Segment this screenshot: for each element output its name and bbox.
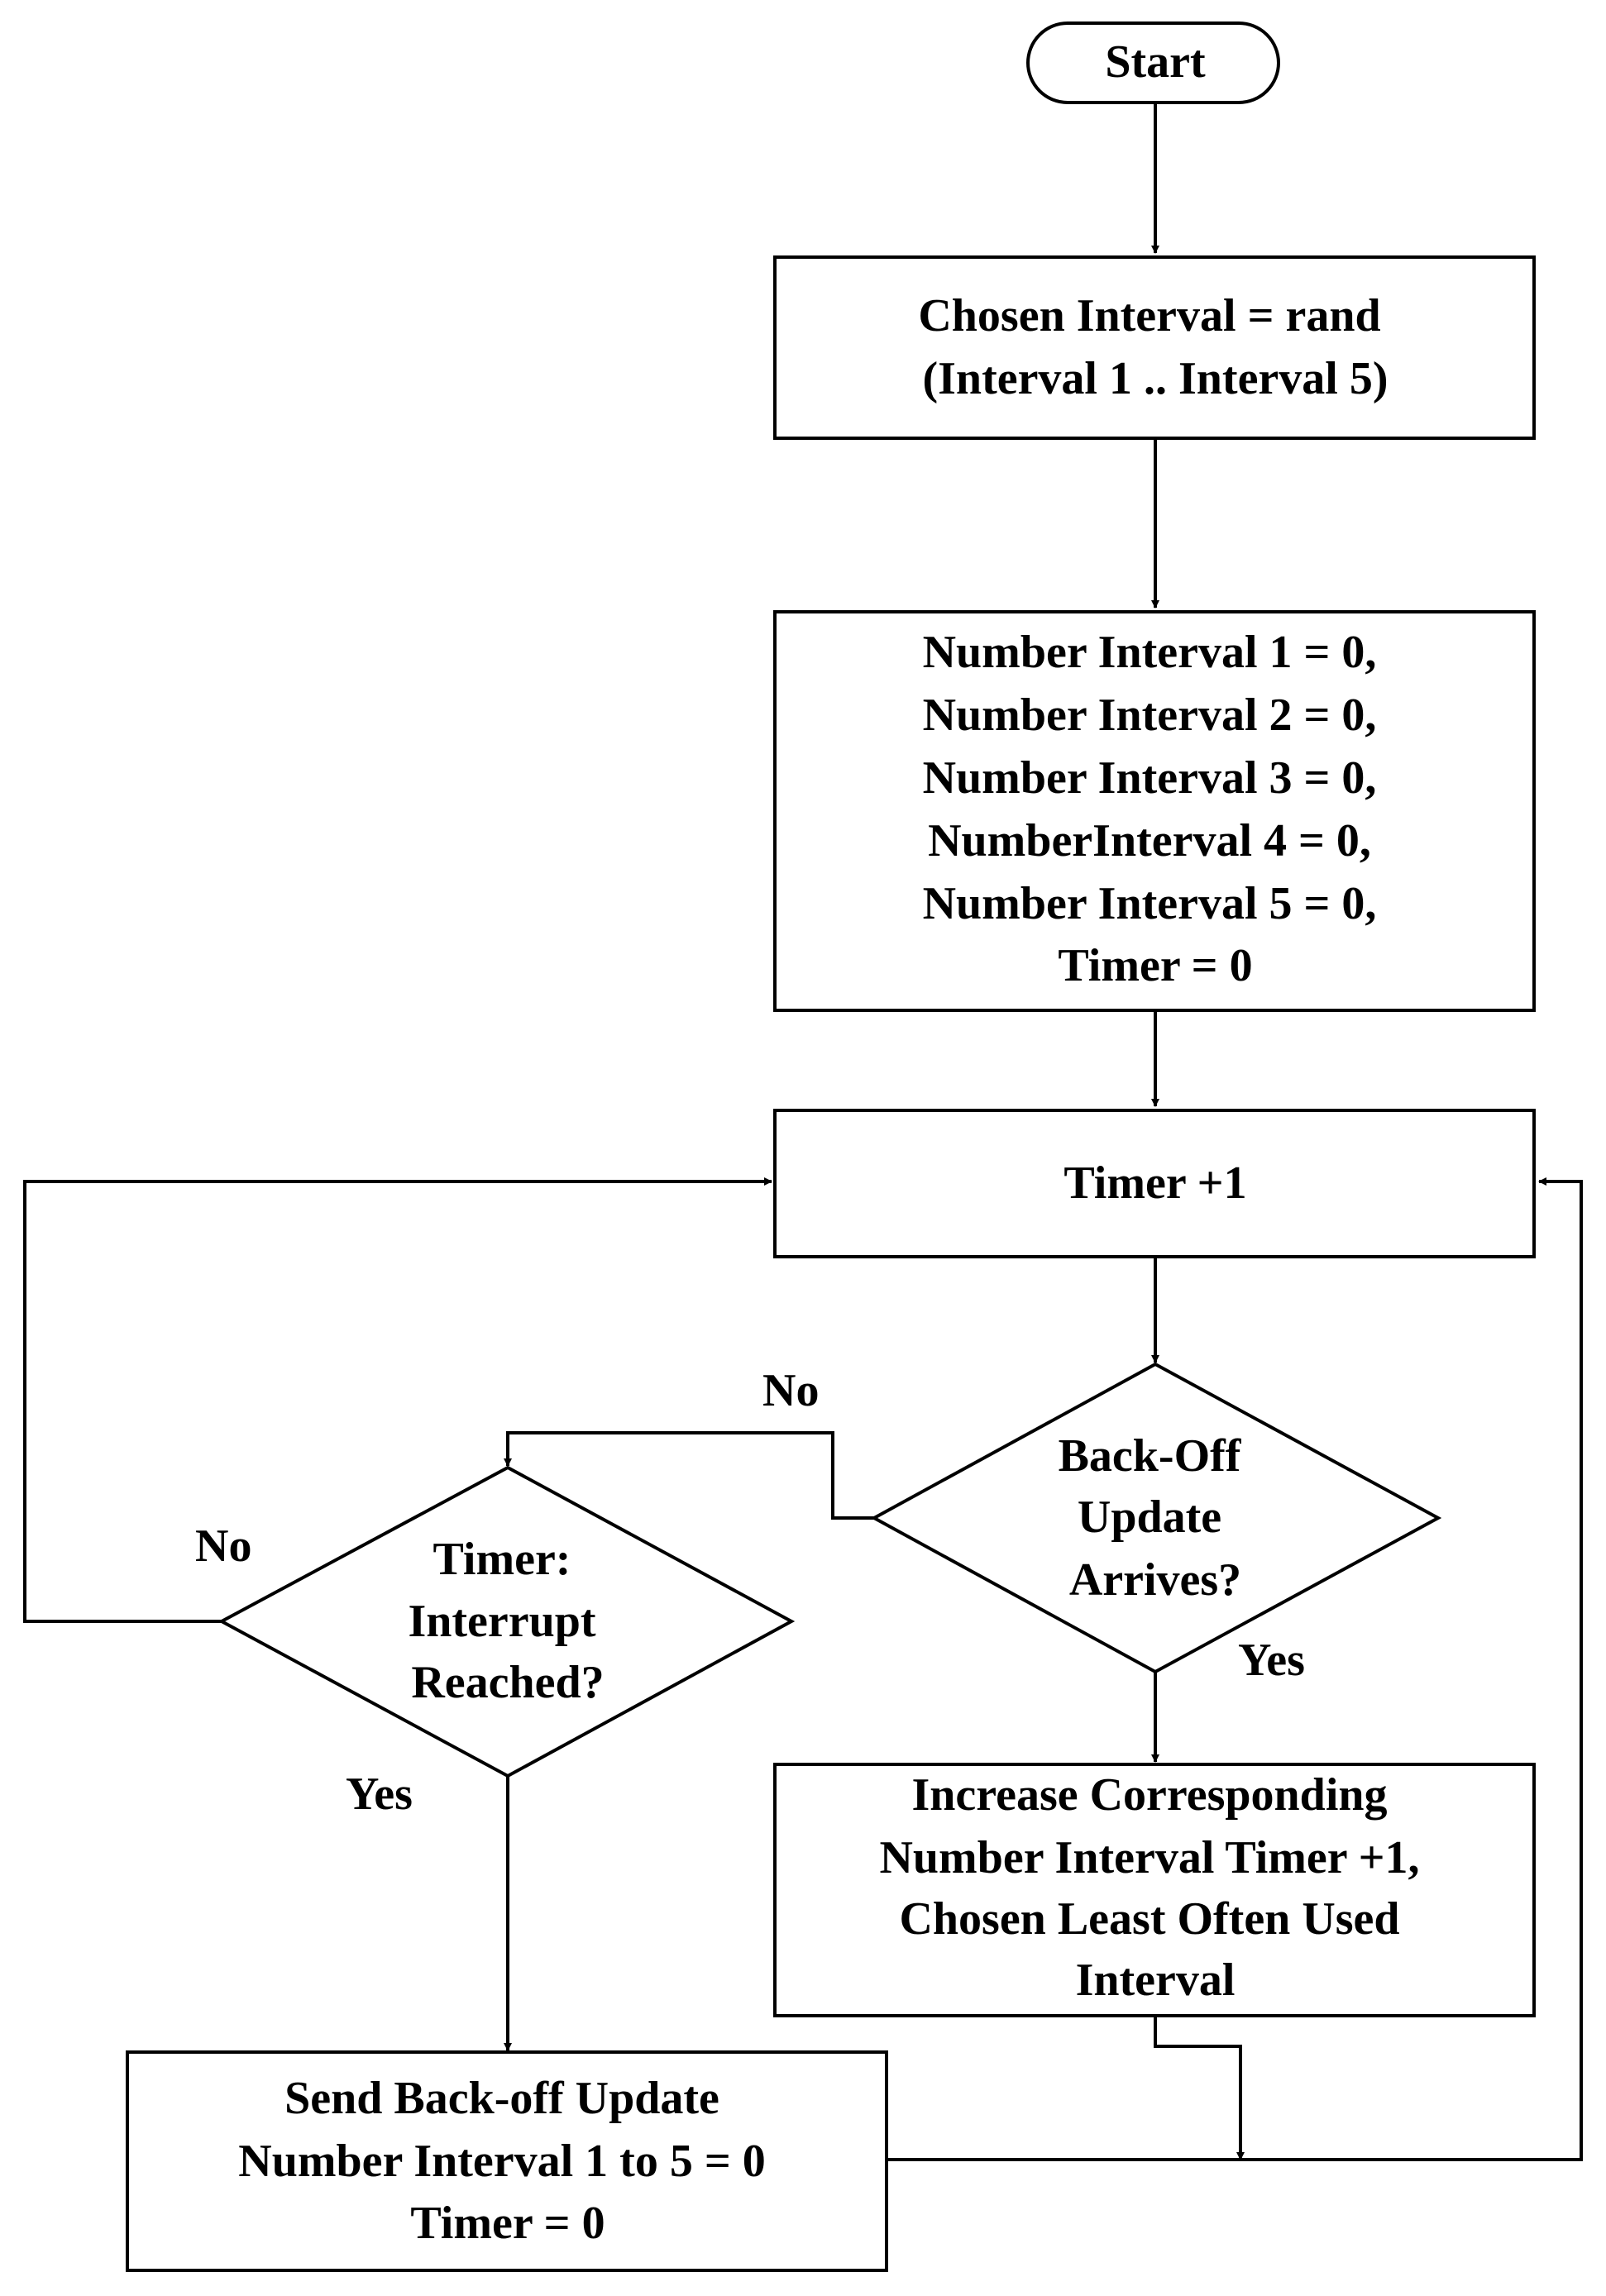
send-update-node: Send Back-off Update Number Interval 1 t… <box>126 2050 888 2272</box>
interrupt-decision-label: Timer: Interrupt Reached? <box>408 1534 607 1708</box>
init-counters-label: Number Interval 1 = 0, Number Interval 2… <box>923 627 1389 991</box>
start-node: Start <box>1026 21 1280 104</box>
init-counters-node: Number Interval 1 = 0, Number Interval 2… <box>773 610 1536 1012</box>
edge-send-to-timer <box>887 1177 1583 2161</box>
increase-interval-node: Increase Corresponding Number Interval T… <box>773 1763 1536 2017</box>
send-update-label: Send Back-off Update Number Interval 1 t… <box>238 2073 777 2249</box>
timer-increment-node: Timer +1 <box>773 1109 1536 1258</box>
edge-backoff-no-to-interrupt <box>504 1431 874 1520</box>
backoff-decision-label: Back-Off Update Arrives? <box>1059 1430 1253 1606</box>
backoff-no-label: No <box>762 1365 819 1416</box>
timer-increment-label: Timer +1 <box>1063 1158 1246 1209</box>
backoff-decision-node: Back-Off Update Arrives? <box>870 1362 1442 1674</box>
interrupt-no-label: No <box>195 1520 251 1572</box>
increase-interval-label: Increase Corresponding Number Interval T… <box>879 1769 1431 2006</box>
backoff-yes-label: Yes <box>1238 1635 1305 1686</box>
edge-increase-to-merge <box>1154 2016 1245 2160</box>
interrupt-yes-label: Yes <box>346 1769 413 1820</box>
edge-interrupt-no-to-timer <box>23 1177 772 1623</box>
choose-interval-node: Chosen Interval = rand (Interval 1 .. In… <box>773 255 1536 440</box>
start-label: Start <box>1105 36 1206 88</box>
edges <box>23 103 1583 2161</box>
choose-interval-label: Chosen Interval = rand (Interval 1 .. In… <box>918 290 1392 404</box>
interrupt-decision-node: Timer: Interrupt Reached? <box>217 1465 796 1778</box>
